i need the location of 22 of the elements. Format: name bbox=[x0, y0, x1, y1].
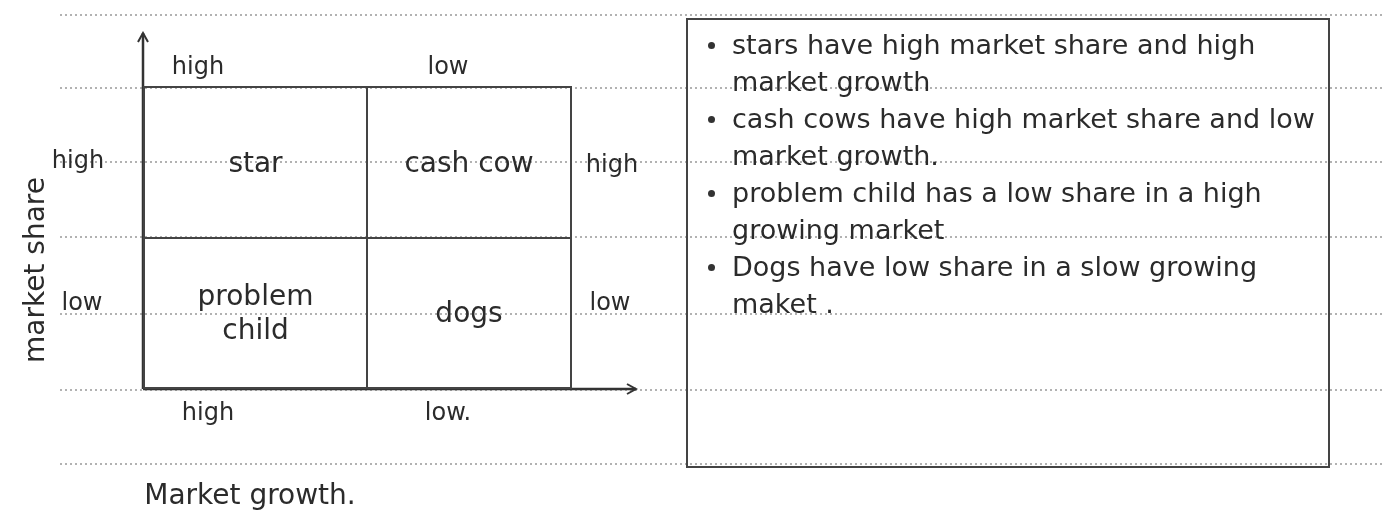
axis-level-label: high bbox=[585, 150, 639, 178]
notes-box bbox=[686, 18, 1330, 468]
bullet-note: Dogs have low share in a slow growing maket . bbox=[702, 248, 1316, 322]
axis-level-label: high bbox=[171, 52, 225, 80]
cell-label: problem child bbox=[196, 279, 315, 347]
matrix-cell bbox=[366, 86, 572, 239]
bullet-note: cash cows have high market share and low market growth. bbox=[702, 100, 1316, 174]
axis-title: market share bbox=[17, 177, 51, 363]
matrix-cell bbox=[366, 237, 572, 389]
cell-label: star bbox=[228, 145, 283, 180]
axis-title: Market growth. bbox=[144, 477, 356, 511]
bullet-note: problem child has a low share in a high growing market bbox=[702, 174, 1316, 248]
cell-label: cash cow bbox=[404, 145, 534, 180]
axis-level-label: low. bbox=[424, 398, 472, 426]
axis-level-label: high bbox=[51, 146, 105, 174]
matrix-cell bbox=[143, 86, 368, 239]
axis-level-label: low bbox=[61, 288, 103, 316]
cell-label: dogs bbox=[435, 296, 503, 330]
axis-level-label: low bbox=[427, 52, 469, 80]
axis-level-label: high bbox=[181, 398, 235, 426]
matrix-cell bbox=[143, 237, 368, 389]
axis-level-label: low bbox=[589, 288, 631, 316]
